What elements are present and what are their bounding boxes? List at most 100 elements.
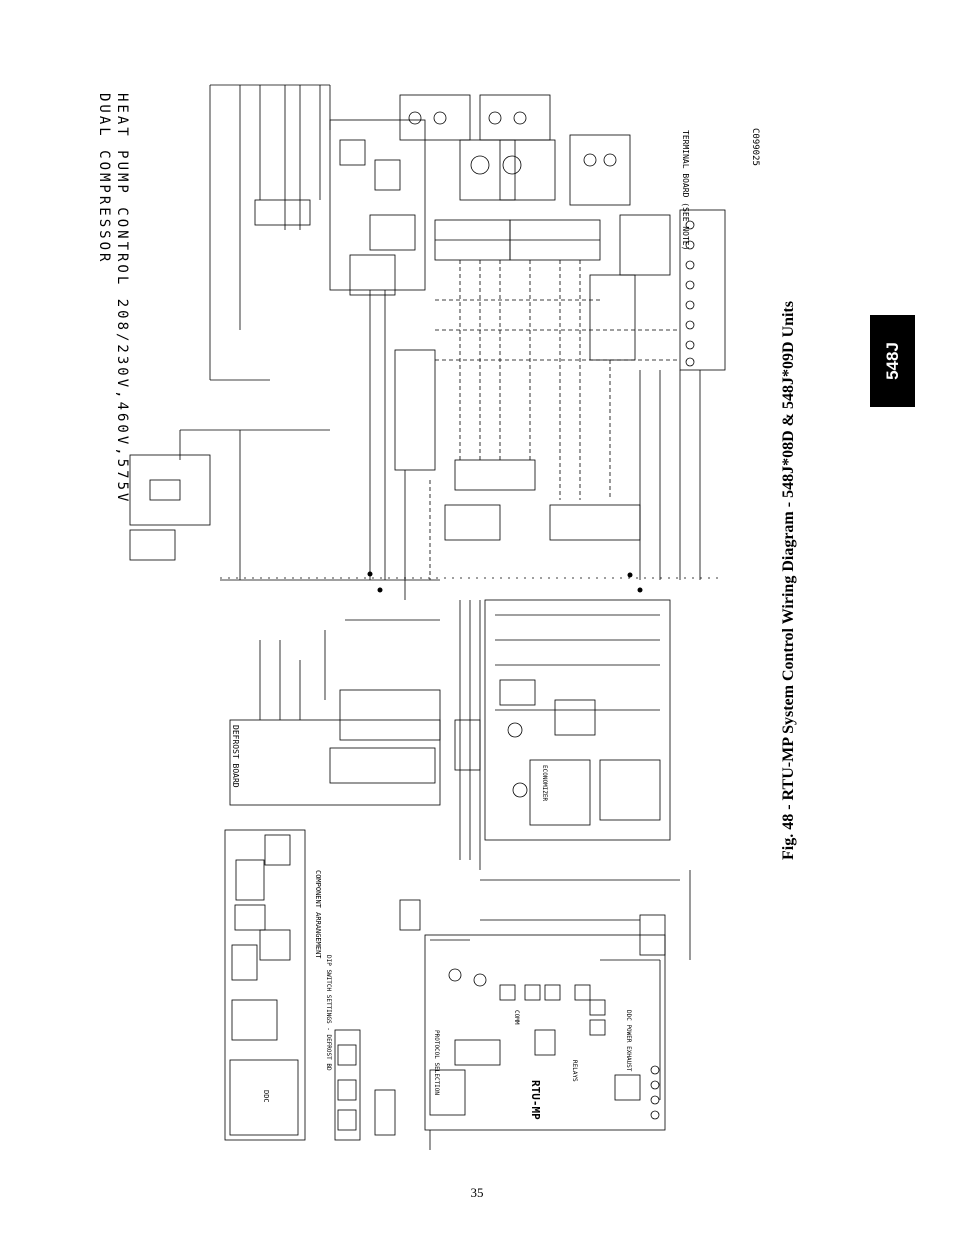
component-block: [149, 479, 181, 501]
terminal-point: [650, 1065, 660, 1075]
component-block: [454, 1039, 501, 1066]
power-exhaust-label: DDC POWER EXHAUST: [625, 1010, 632, 1072]
terminal-point: [367, 571, 373, 577]
field-accessory-block: [129, 454, 211, 526]
component-block: [349, 254, 396, 296]
terminal-point: [513, 111, 527, 125]
terminal-point: [507, 722, 523, 738]
terminal-point: [408, 111, 422, 125]
component-block: [454, 719, 481, 771]
connector-conl: [394, 349, 436, 471]
terminal-point: [377, 587, 383, 593]
figure-caption: Fig. 48 - RTU-MP System Control Wiring D…: [780, 301, 797, 860]
terminal-point: [470, 155, 490, 175]
economizer-label: ECONOMIZER: [541, 765, 548, 802]
component-block: [499, 984, 516, 1001]
component-block: [329, 747, 436, 784]
component-block: [614, 1074, 641, 1101]
terminal-point: [685, 320, 695, 330]
terminal-point: [685, 260, 695, 270]
component-block: [479, 94, 551, 141]
terminal-point: [512, 782, 528, 798]
terminal-board: [679, 209, 726, 371]
component-block: [499, 139, 556, 201]
component-block: [599, 759, 661, 821]
terminal-point: [685, 240, 695, 250]
terminal-point: [685, 340, 695, 350]
component-block: [429, 1069, 466, 1116]
terminal-point: [685, 300, 695, 310]
terminal-point: [685, 357, 695, 367]
transformer-block: [254, 199, 311, 226]
component-arrangement-label: COMPONENT ARRANGEMENT: [314, 870, 322, 959]
relays-label: RELAYS: [571, 1060, 578, 1082]
terminal-point: [448, 968, 462, 982]
component-block: [544, 984, 561, 1001]
connector-j: [589, 274, 636, 361]
component-block: [459, 139, 516, 201]
ddc-label: DDC: [262, 1090, 270, 1103]
component-block: [589, 999, 606, 1016]
component-block: [374, 159, 401, 191]
component-block: [524, 984, 541, 1001]
terminal-point: [583, 153, 597, 167]
component-block: [234, 904, 266, 931]
component-block: [534, 1029, 556, 1056]
component-block: [549, 504, 641, 541]
component-block: [264, 834, 291, 866]
terminal-point: [488, 111, 502, 125]
terminal-block-upper: [569, 134, 631, 206]
rtu-mp-label: RTU-MP: [529, 1080, 542, 1120]
rtu-mp-board: [424, 934, 666, 1131]
terminal-point: [650, 1110, 660, 1120]
section-tab: 548J: [870, 315, 915, 407]
dip-settings-label: DIP SWITCH SETTINGS - DEFROST BD: [325, 955, 332, 1071]
component-block: [231, 944, 258, 981]
component-block: [374, 1089, 396, 1136]
component-block: [369, 214, 416, 251]
section-tab-label: 548J: [882, 342, 902, 380]
component-block: [499, 679, 536, 706]
terminal-point: [433, 111, 447, 125]
component-block: [339, 139, 366, 166]
component-block: [129, 529, 176, 561]
comm-label: COMM: [513, 1010, 520, 1025]
component-block: [235, 859, 265, 901]
component-block: [444, 504, 501, 541]
connector-bank: [454, 459, 536, 491]
terminal-point: [650, 1080, 660, 1090]
defrost-board: [229, 719, 441, 806]
component-block: [639, 914, 666, 956]
component-block: [574, 984, 591, 1001]
component-arrangement: [224, 829, 306, 1141]
economizer-block: [529, 759, 591, 826]
component-block: [231, 999, 278, 1041]
terminal-point: [473, 973, 487, 987]
component-block: [339, 689, 441, 741]
terminal-point: [685, 220, 695, 230]
dip-switch-settings: [334, 1029, 361, 1141]
relay-region: [329, 119, 426, 291]
ddc-block: [229, 1059, 299, 1136]
terminal-point: [603, 153, 617, 167]
terminal-point: [502, 155, 522, 175]
terminal-point: [637, 587, 643, 593]
component-block: [399, 899, 421, 931]
protocol-selection-label: PROTOCOL SELECTION: [433, 1030, 440, 1096]
terminal-board-label: TERMINAL BOARD (SEE NOTE): [681, 130, 690, 251]
component-block: [337, 1109, 357, 1131]
defrost-board-label: DEFROST BOARD: [231, 725, 240, 788]
component-block: [619, 214, 671, 276]
terminal-point: [650, 1095, 660, 1105]
component-block: [337, 1044, 357, 1066]
component-block: [554, 699, 596, 736]
relay-accessory-region: [484, 599, 671, 841]
component-block: [337, 1079, 357, 1101]
terminal-point: [685, 280, 695, 290]
page-number: 35: [470, 1185, 484, 1200]
component-block: [589, 1019, 606, 1036]
terminal-point: [627, 572, 633, 578]
component-block: [399, 94, 471, 141]
